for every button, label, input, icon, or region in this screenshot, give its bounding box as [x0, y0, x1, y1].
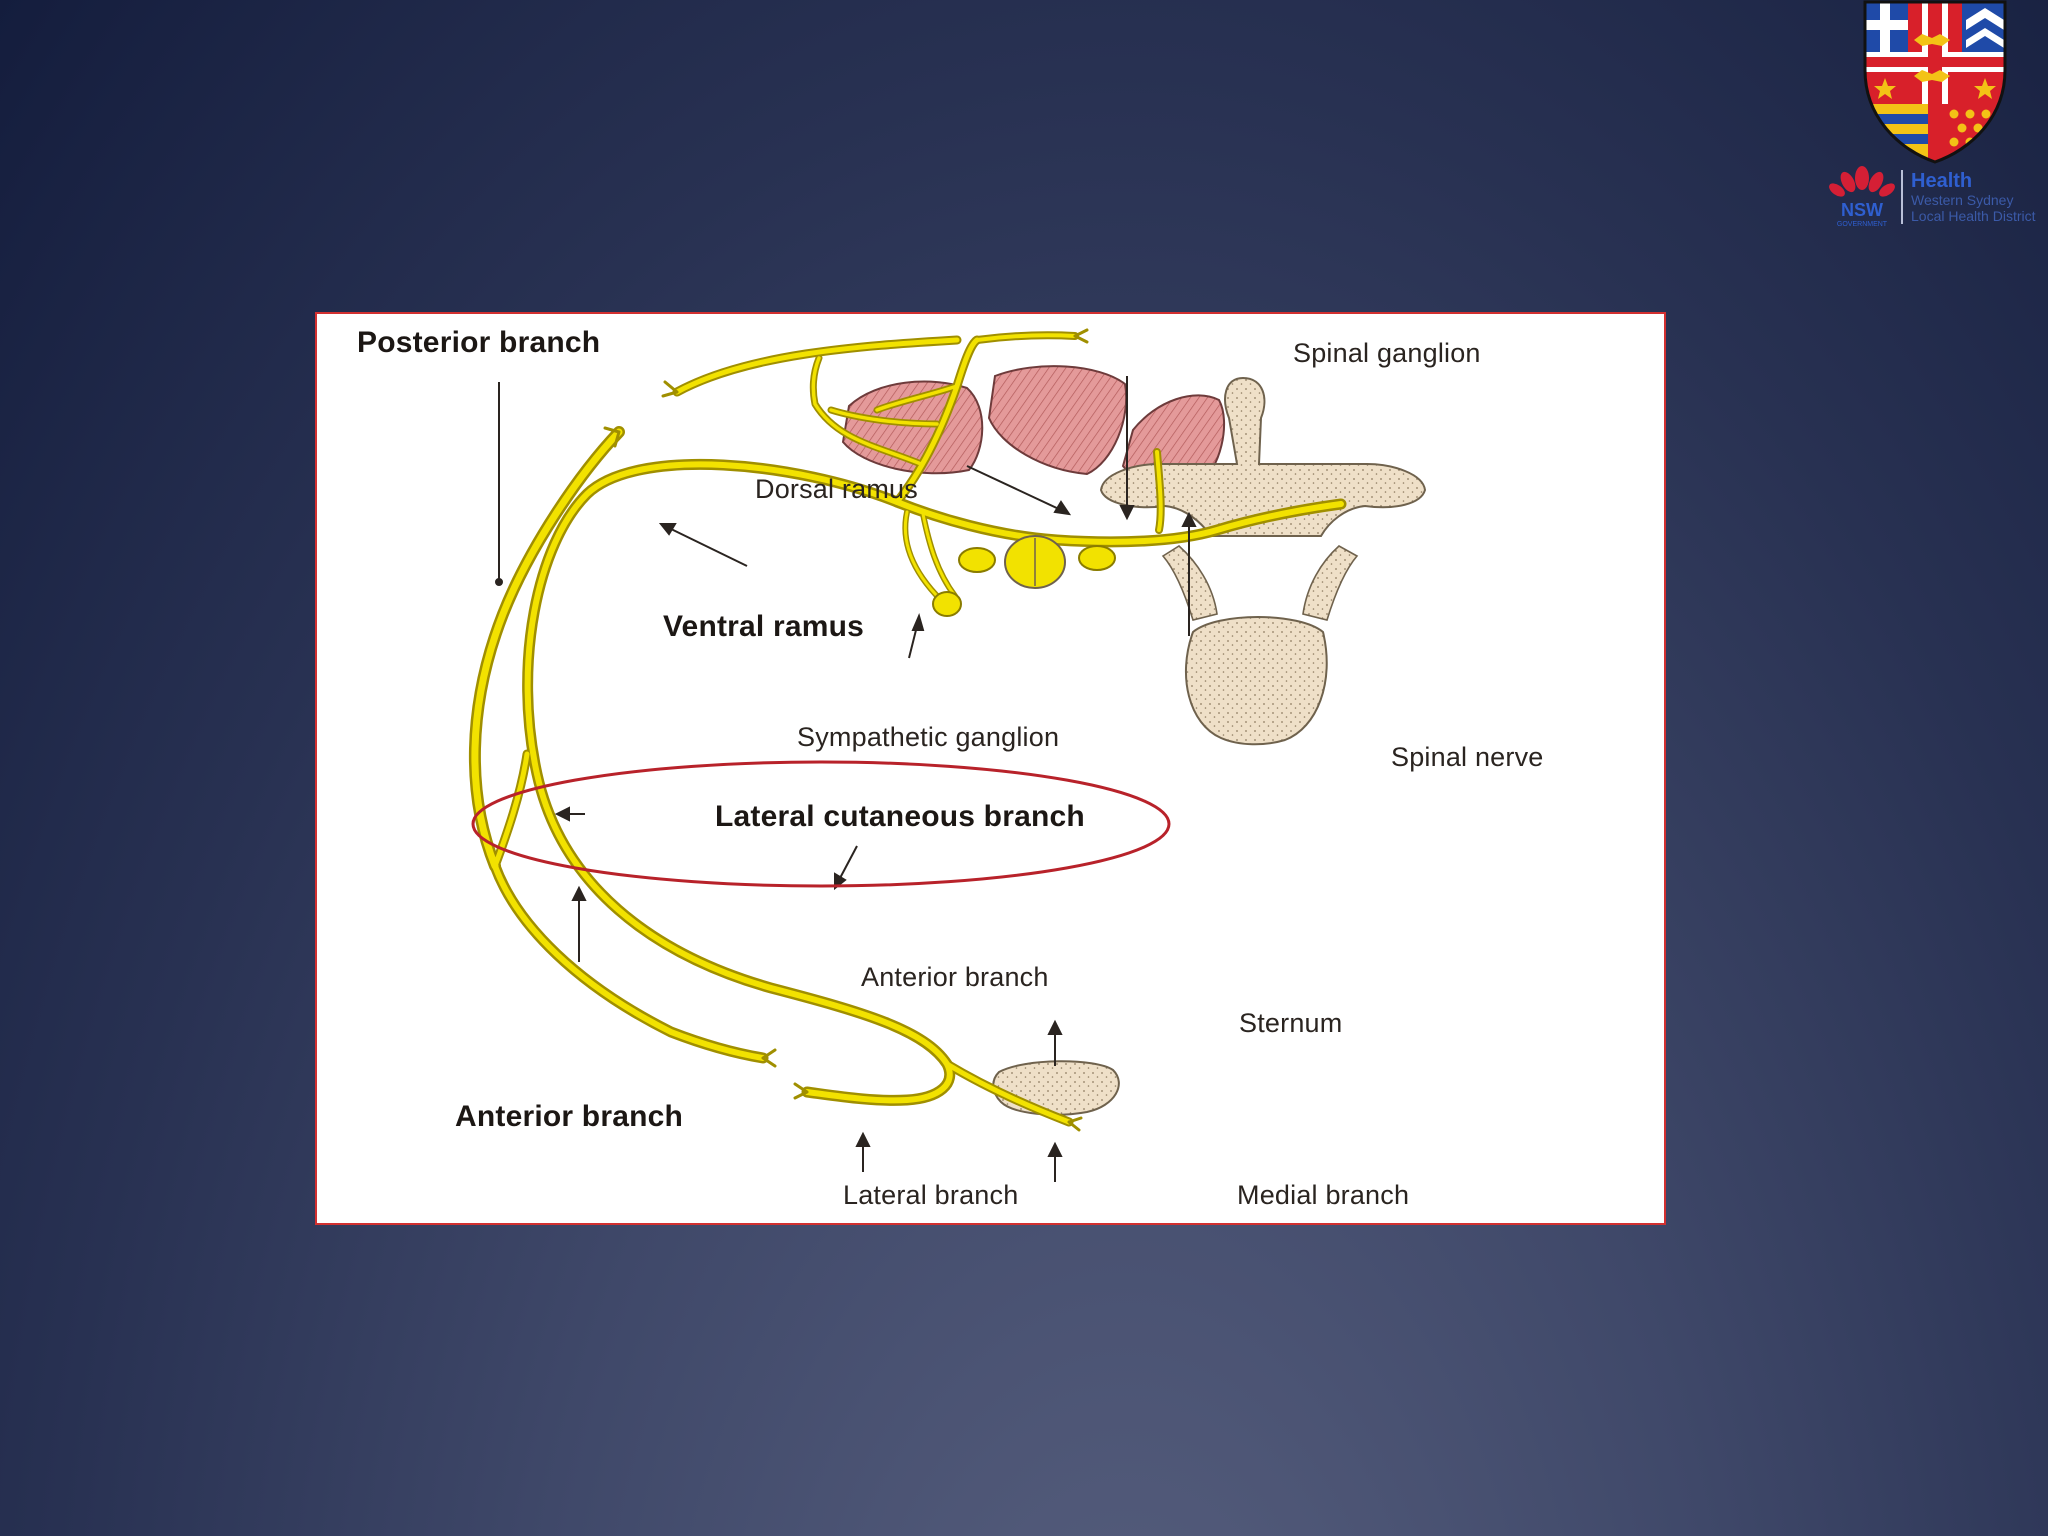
label-lateral-cutaneous-branch: Lateral cutaneous branch [715, 800, 1085, 833]
label-ventral-ramus: Ventral ramus [663, 610, 865, 643]
sympathetic-ganglion-node [932, 591, 962, 617]
highlight-ellipse [471, 760, 1171, 888]
label-dorsal-ramus: Dorsal ramus [755, 474, 918, 504]
nsw-wordmark: NSW [1841, 200, 1883, 220]
nsw-health-logo: NSW GOVERNMENT Health Western Sydney Loc… [1826, 0, 2048, 232]
label-sympathetic-ganglion: Sympathetic ganglion [797, 722, 1060, 752]
district-line-1: Western Sydney [1911, 192, 2014, 208]
label-spinal-ganglion: Spinal ganglion [1293, 338, 1481, 368]
health-label: Health [1911, 170, 1973, 192]
label-posterior-branch: Posterior branch [357, 326, 601, 359]
label-sternum: Sternum [1239, 1008, 1343, 1038]
diagram-artwork [468, 328, 1427, 1182]
label-lateral-branch: Lateral branch [843, 1180, 1019, 1210]
sternum-bone [992, 1060, 1120, 1116]
leader-lines [495, 376, 1197, 1182]
label-spinal-nerve: Spinal nerve [1391, 742, 1544, 772]
label-anterior-branch-inner: Anterior branch [861, 962, 1049, 992]
label-anterior-branch-outer: Anterior branch [455, 1100, 684, 1133]
waratah-icon: NSW GOVERNMENT [1829, 166, 1895, 228]
intercostal-nerve-diagram: Posterior branch Spinal ganglion Dorsal … [315, 312, 1666, 1225]
vertebra [1099, 376, 1427, 746]
district-line-2: Local Health District [1911, 208, 2036, 224]
nerve-endings [603, 328, 1089, 1132]
label-medial-branch: Medial branch [1237, 1180, 1410, 1210]
organization-text: Health Western Sydney Local Health Distr… [1901, 170, 2036, 224]
nsw-government-text: GOVERNMENT [1837, 221, 1888, 228]
nerve-pathways [468, 331, 1347, 1127]
spinal-cord [958, 535, 1116, 589]
coat-of-arms-icon [1863, 0, 2007, 164]
